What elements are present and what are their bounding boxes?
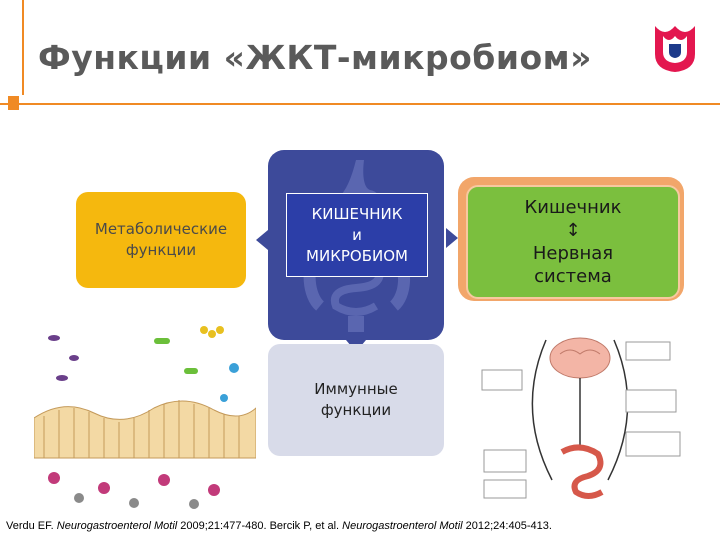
footnote-journal-2: Neurogastroenterol Motil (342, 520, 463, 532)
footnote-part-3: 2012;24:405-413. (462, 520, 552, 532)
center-line-2: и (352, 225, 362, 244)
immune-line-1: Иммунные (314, 380, 398, 398)
arrow-left-icon (256, 230, 268, 250)
accent-block (8, 96, 19, 110)
metabolic-line-1: Метаболические (94, 220, 228, 238)
immune-functions-box: Иммунные функции (268, 344, 444, 456)
footnote-part-2: 2009;21:477-480. Bercik P, et al. (177, 520, 343, 532)
center-line-3: МИКРОБИОМ (306, 246, 408, 265)
footnote-journal-1: Neurogastroenterol Motil (56, 520, 178, 532)
nerve-line-2: ↕ (565, 220, 581, 241)
metabolic-line-2: функции (125, 241, 197, 259)
footnote-part-1: Verdu EF. (6, 520, 57, 532)
accent-vertical-line (22, 0, 24, 95)
nerve-line-3: Нервная (532, 243, 614, 264)
accent-horizontal-line (0, 103, 720, 105)
gut-microbiome-label: КИШЕЧНИК и МИКРОБИОМ (286, 193, 428, 277)
nerve-line-4: система (534, 266, 612, 287)
immune-line-2: функции (320, 401, 392, 419)
arrow-right-icon (446, 228, 458, 248)
nerve-line-1: Кишечник (524, 197, 622, 218)
citation-footnote: Verdu EF. Neurogastroenterol Motil 2009;… (6, 520, 714, 532)
brain-gut-axis-illustration (476, 320, 684, 510)
gut-nervous-system-box: Кишечник ↕ Нервная система (466, 185, 680, 299)
metabolic-functions-box: Метаболические функции (76, 192, 246, 288)
intestinal-epithelium-illustration (34, 308, 256, 516)
slide-title: Функции «ЖКТ-микробиом» (38, 38, 592, 77)
logo-icon (655, 26, 695, 72)
center-line-1: КИШЕЧНИК (311, 204, 403, 223)
